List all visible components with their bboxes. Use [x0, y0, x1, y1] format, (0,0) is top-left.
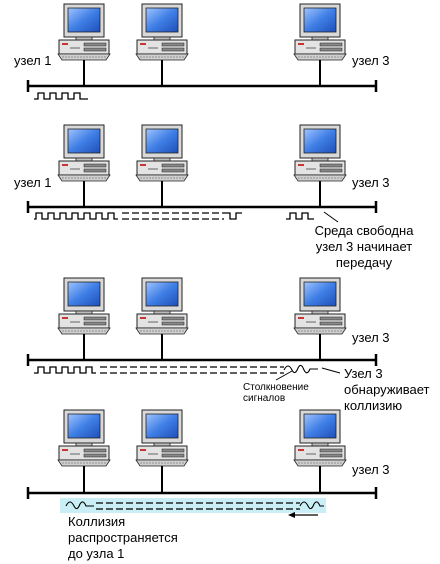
node-3-computer — [293, 277, 347, 360]
collision-waveform-right — [299, 501, 324, 510]
panel-2 — [26, 124, 378, 223]
collision-waveform — [283, 364, 318, 374]
note-line: Коллизия — [68, 514, 126, 529]
panel-1 — [26, 3, 378, 100]
note-line: до узла 1 — [68, 546, 125, 561]
panel-3-note: Узел 3 обнаруживает коллизию — [344, 366, 430, 414]
computer-icon — [135, 124, 189, 182]
collision-label-line: сигналов — [243, 393, 286, 404]
node-3-label: узел 3 — [352, 462, 390, 477]
panel-4 — [26, 409, 378, 518]
collision-pointer — [275, 370, 293, 381]
node-2-computer — [135, 277, 189, 360]
computer-icon — [57, 277, 111, 335]
computer-icon — [57, 3, 111, 61]
arrow-left-icon — [288, 512, 318, 518]
note-pointer — [321, 367, 341, 374]
note-line: коллизию — [344, 398, 403, 413]
signal-propagation-dashes — [122, 212, 224, 220]
signal-waveform — [34, 92, 88, 100]
note-line: передачу — [335, 255, 393, 270]
computer-icon — [293, 277, 347, 335]
node-1-computer — [57, 3, 111, 86]
computer-icon — [57, 124, 111, 182]
node-2-computer — [135, 409, 189, 493]
note-pointer — [323, 211, 339, 223]
note-line: распространяется — [68, 530, 178, 545]
computer-icon — [293, 124, 347, 182]
signal-waveform — [34, 366, 96, 374]
node-2-computer — [135, 124, 189, 207]
note-line: Среда свободна — [314, 223, 414, 238]
node-3-computer — [293, 124, 347, 207]
panel-2-note: Среда свободна узел 3 начинает передачу — [308, 223, 420, 271]
node-3-computer — [293, 409, 347, 493]
collision-label-line: Столкновение — [243, 382, 309, 393]
panel-3 — [26, 277, 378, 381]
node-3-label: узел 3 — [352, 175, 390, 190]
node-1-computer — [57, 124, 111, 207]
computer-icon — [135, 3, 189, 61]
node-1-computer — [57, 277, 111, 360]
node-1-computer — [57, 409, 111, 493]
computer-icon — [57, 409, 111, 467]
node-3-label: узел 3 — [352, 330, 390, 345]
panel-4-note: Коллизия распространяется до узла 1 — [68, 514, 178, 562]
signal-waveform — [34, 212, 118, 220]
node-3-waveform — [286, 212, 314, 220]
node-1-label: узел 1 — [14, 175, 52, 190]
computer-icon — [135, 277, 189, 335]
node-3-computer — [293, 3, 347, 86]
collision-waveform-left — [65, 501, 94, 510]
computer-icon — [135, 409, 189, 467]
signal-propagation-dashes — [100, 366, 284, 374]
computer-icon — [293, 3, 347, 61]
node-2-computer — [135, 3, 189, 86]
note-line: обнаруживает — [344, 382, 430, 397]
signal-waveform — [224, 212, 242, 220]
node-3-label: узел 3 — [352, 53, 390, 68]
collision-label: Столкновение сигналов — [243, 382, 309, 404]
note-line: узел 3 начинает — [315, 239, 413, 254]
node-1-label: узел 1 — [14, 53, 52, 68]
computer-icon — [293, 409, 347, 467]
signal-propagation-dashes — [96, 502, 300, 510]
note-line: Узел 3 — [344, 366, 383, 381]
collision-highlight — [60, 498, 326, 513]
